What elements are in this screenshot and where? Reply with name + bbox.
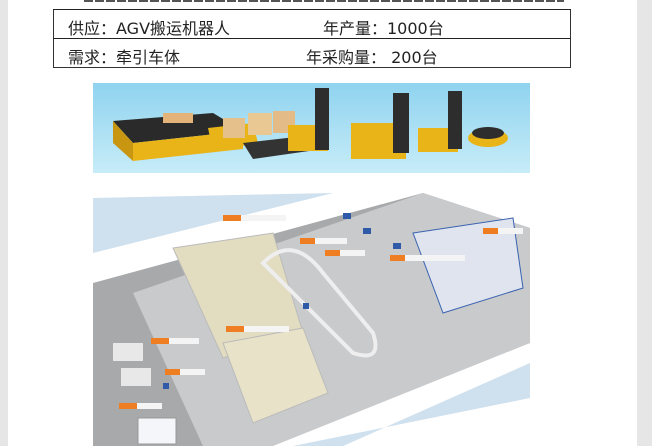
supply-label: 供应：AGV搬运机器人 xyxy=(68,19,231,38)
annual-output: 年产量：1000台 xyxy=(323,19,444,38)
warehouse-layout-image xyxy=(93,193,530,446)
scrollbar-track[interactable] xyxy=(638,0,652,446)
annual-purchase: 年采购量： 200台 xyxy=(306,48,438,67)
demand-label: 需求：牵引车体 xyxy=(68,48,181,67)
document-page: 供应：AGV搬运机器人 年产量：1000台 需求：牵引车体 年采购量： 200台 xyxy=(8,0,637,446)
supply-demand-table: 供应：AGV搬运机器人 年产量：1000台 需求：牵引车体 年采购量： 200台 xyxy=(53,9,571,68)
table-row: 需求：牵引车体 年采购量： 200台 xyxy=(53,38,571,68)
table-row: 供应：AGV搬运机器人 年产量：1000台 xyxy=(53,9,571,39)
agv-robots-image xyxy=(93,83,530,173)
cropped-text-line xyxy=(84,0,574,5)
